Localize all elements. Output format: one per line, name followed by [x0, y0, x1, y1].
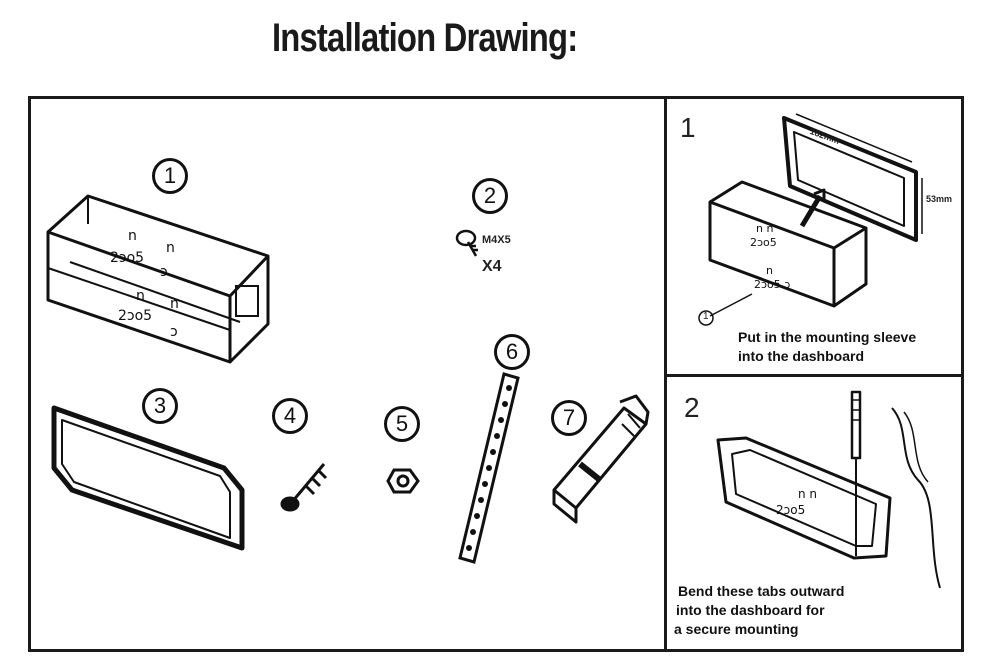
- svg-text:2ɔo5: 2ɔo5: [118, 308, 152, 324]
- bolt-icon: [280, 463, 328, 512]
- step-1-number: 1: [680, 112, 696, 143]
- svg-text:n: n: [766, 264, 773, 277]
- part-number-1: 1: [152, 158, 188, 194]
- step-1-height-dimension: 53mm: [926, 194, 953, 204]
- screw-icon: [455, 229, 478, 257]
- svg-text:ɔ: ɔ: [160, 264, 168, 280]
- step-2-caption-line-3: a secure mounting: [674, 621, 799, 637]
- part-number-3: 3: [142, 388, 178, 424]
- step-2-illustration: n n 2ɔo5: [716, 390, 941, 589]
- svg-text:2ɔo5 ɔ: 2ɔo5 ɔ: [754, 278, 790, 291]
- removal-key-illustration: [552, 394, 650, 524]
- svg-text:ɔ: ɔ: [170, 324, 178, 340]
- svg-text:2ɔo5: 2ɔo5: [110, 250, 144, 266]
- mounting-sleeve-illustration: n n 2ɔo5 ɔ n n 2ɔo5 ɔ: [46, 194, 270, 364]
- svg-text:n: n: [136, 288, 145, 304]
- svg-text:2ɔo5: 2ɔo5: [750, 236, 777, 249]
- part-number-6: 6: [494, 334, 530, 370]
- step-1-caption-line-2: into the dashboard: [738, 348, 864, 364]
- nut-icon: [386, 468, 420, 494]
- svg-text:n: n: [128, 228, 137, 244]
- part-number-7: 7: [551, 400, 587, 436]
- perforated-strap-illustration: [458, 372, 520, 564]
- page-title: Installation Drawing:: [272, 16, 578, 60]
- step-2-caption-line-2: into the dashboard for: [676, 602, 825, 618]
- svg-text:n n: n n: [798, 487, 817, 501]
- screw-size-label: M4X5: [482, 234, 511, 246]
- part-number-5: 5: [384, 406, 420, 442]
- part-number-4: 4: [272, 398, 308, 434]
- trim-frame-illustration: [51, 405, 245, 551]
- svg-text:n: n: [166, 240, 175, 256]
- step-1-caption-line-1: Put in the mounting sleeve: [738, 329, 917, 345]
- divider-horizontal: [664, 374, 964, 377]
- part-number-2: 2: [472, 178, 508, 214]
- step-2-number: 2: [684, 392, 700, 423]
- svg-text:2ɔo5: 2ɔo5: [776, 503, 805, 517]
- step-1-callout-number: 1: [703, 311, 709, 322]
- svg-text:n: n: [170, 296, 179, 312]
- screw-quantity-label: X4: [482, 258, 502, 275]
- svg-text:n n: n n: [756, 222, 773, 235]
- step-2-caption-line-1: Bend these tabs outward: [678, 583, 845, 599]
